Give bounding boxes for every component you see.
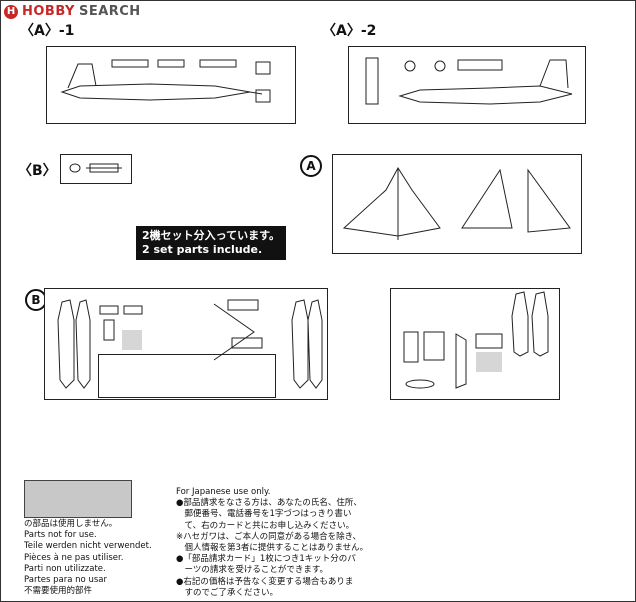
two-set-note: 2機セット分入っています。 2 set parts include. — [136, 226, 287, 260]
sprue-a-wings-frame — [332, 154, 582, 254]
unused-line: の部品は使用しません。 — [24, 519, 118, 529]
jp-line: ●部品請求をなさる方は、あなたの氏名、住所、 — [176, 498, 362, 509]
jp-line: ーツの請求を受けることができます。 — [176, 565, 328, 576]
unused-line: Teile werden nicht verwendet. — [24, 541, 152, 552]
sprue-b-blank-area — [98, 354, 276, 398]
sprue-b-small-label: 〈B〉 — [18, 163, 57, 179]
unused-parts-swatch — [24, 480, 132, 518]
sprue-b-small-frame — [60, 154, 132, 184]
logo-mark: H — [4, 4, 18, 19]
unused-line: Parts not for use. — [24, 530, 97, 541]
jp-line: すのでご了承ください。 — [176, 587, 279, 598]
unused-line: Pièces à ne pas utiliser. — [24, 552, 124, 563]
jp-line: て、右のカードと共にお申し込みください。 — [176, 520, 355, 531]
hobby-search-logo: H HOBBY SEARCH — [4, 4, 141, 19]
jp-line: ●右記の価格は予告なく変更する場合もありま — [176, 576, 354, 587]
logo-word: SEARCH — [78, 4, 141, 19]
sprue-a-circle: A — [300, 155, 322, 177]
two-set-note-jp: 2機セット分入っています。 — [142, 229, 281, 242]
unused-parts-legend: の部品は使用しません。 Parts not for use. Teile wer… — [24, 519, 152, 597]
jp-line: 個人情報を第3者に提供することはありません。 — [176, 543, 369, 554]
sprue-a2-label: 〈A〉-2 — [322, 23, 377, 39]
japanese-parts-request-info: For Japanese use only. ●部品請求をなさる方は、あなたの氏… — [176, 487, 556, 599]
sprue-a2-frame — [348, 46, 586, 124]
jp-line: ※ハセガワは、ご本人の同意がある場合を除き、 — [176, 531, 362, 542]
jp-line: For Japanese use only. — [176, 487, 271, 497]
logo-brand: HOBBY — [22, 4, 75, 19]
unused-line: 不需要使用的部件 — [24, 586, 93, 597]
jp-line: 郵便番号、電話番号を1字づつはっきり書い — [176, 509, 352, 520]
unused-line: Partes para no usar — [24, 575, 107, 586]
jp-line: ●「部品請求カード」1枚につき1キット分のパ — [176, 554, 356, 565]
two-set-note-en: 2 set parts include. — [142, 243, 263, 256]
sprue-a1-label: 〈A〉-1 — [20, 23, 75, 39]
unused-line: Parti non utilizzate. — [24, 563, 106, 574]
